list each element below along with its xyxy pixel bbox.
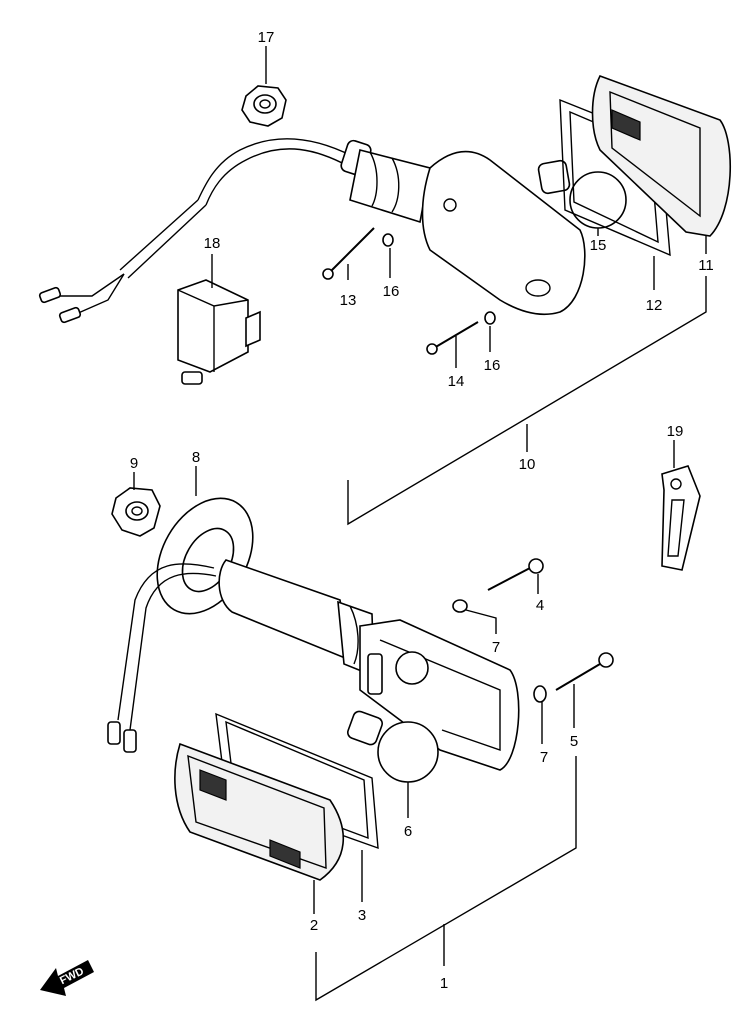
screw-5 [555,652,614,691]
washer-16b [484,311,496,325]
washer-16a [382,233,394,247]
callout-8: 8 [192,449,200,466]
callout-7b: 7 [540,749,548,766]
callout-16a: 16 [383,283,400,300]
callout-19: 19 [667,423,684,440]
washer-7a [452,599,468,613]
screw-14 [426,321,479,355]
callout-5: 5 [570,733,578,750]
lower-wire-harness [107,563,217,753]
upper-wire-harness [38,138,353,324]
callout-6: 6 [404,823,412,840]
fwd-label: FWD [58,965,86,987]
callout-16b: 16 [484,357,501,374]
leader-7a [465,609,497,634]
callout-10: 10 [519,456,536,473]
callout-14: 14 [448,373,465,390]
lens-2 [174,742,345,881]
callout-4: 4 [536,597,544,614]
fwd-arrow-icon: FWD [40,960,94,996]
callout-7a: 7 [492,639,500,656]
callout-15: 15 [590,237,607,254]
callout-9: 9 [130,455,138,472]
callout-17: 17 [258,29,275,46]
callout-11: 11 [698,257,714,274]
callout-13: 13 [340,292,357,309]
lens-11 [591,75,732,237]
callout-3: 3 [358,907,366,924]
bracket-1 [315,756,577,1002]
bracket-10 [347,276,707,526]
callout-12: 12 [646,297,663,314]
nut-9 [111,487,161,537]
bulb-6 [347,710,439,783]
callout-1: 1 [440,975,448,992]
washer-7b [533,685,547,703]
lower-turn-signal-housing [218,559,520,771]
upper-turn-signal-housing [340,139,586,316]
bulb-15 [537,159,627,229]
nut-17 [241,85,287,127]
callout-18: 18 [204,235,221,252]
callout-2: 2 [310,917,318,934]
screw-4 [487,558,544,591]
screw-13 [322,227,375,280]
strap-19 [661,465,701,571]
relay-18 [177,279,261,385]
